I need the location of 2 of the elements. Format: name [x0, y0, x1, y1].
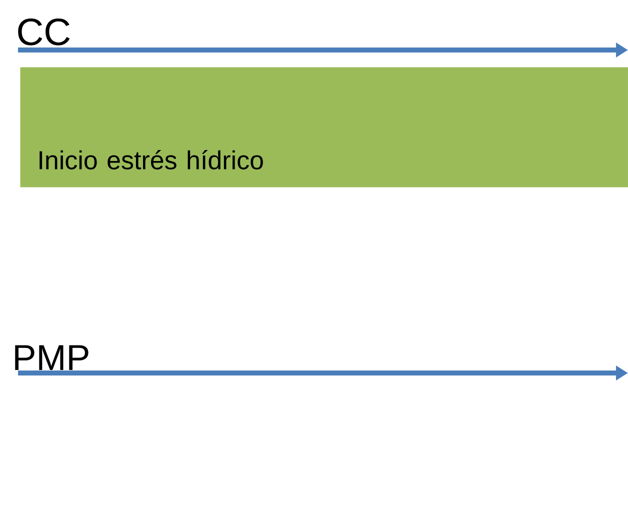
stress-band: Inicio estrés hídrico [20, 67, 628, 188]
level-label: PMP [15, 345, 88, 370]
